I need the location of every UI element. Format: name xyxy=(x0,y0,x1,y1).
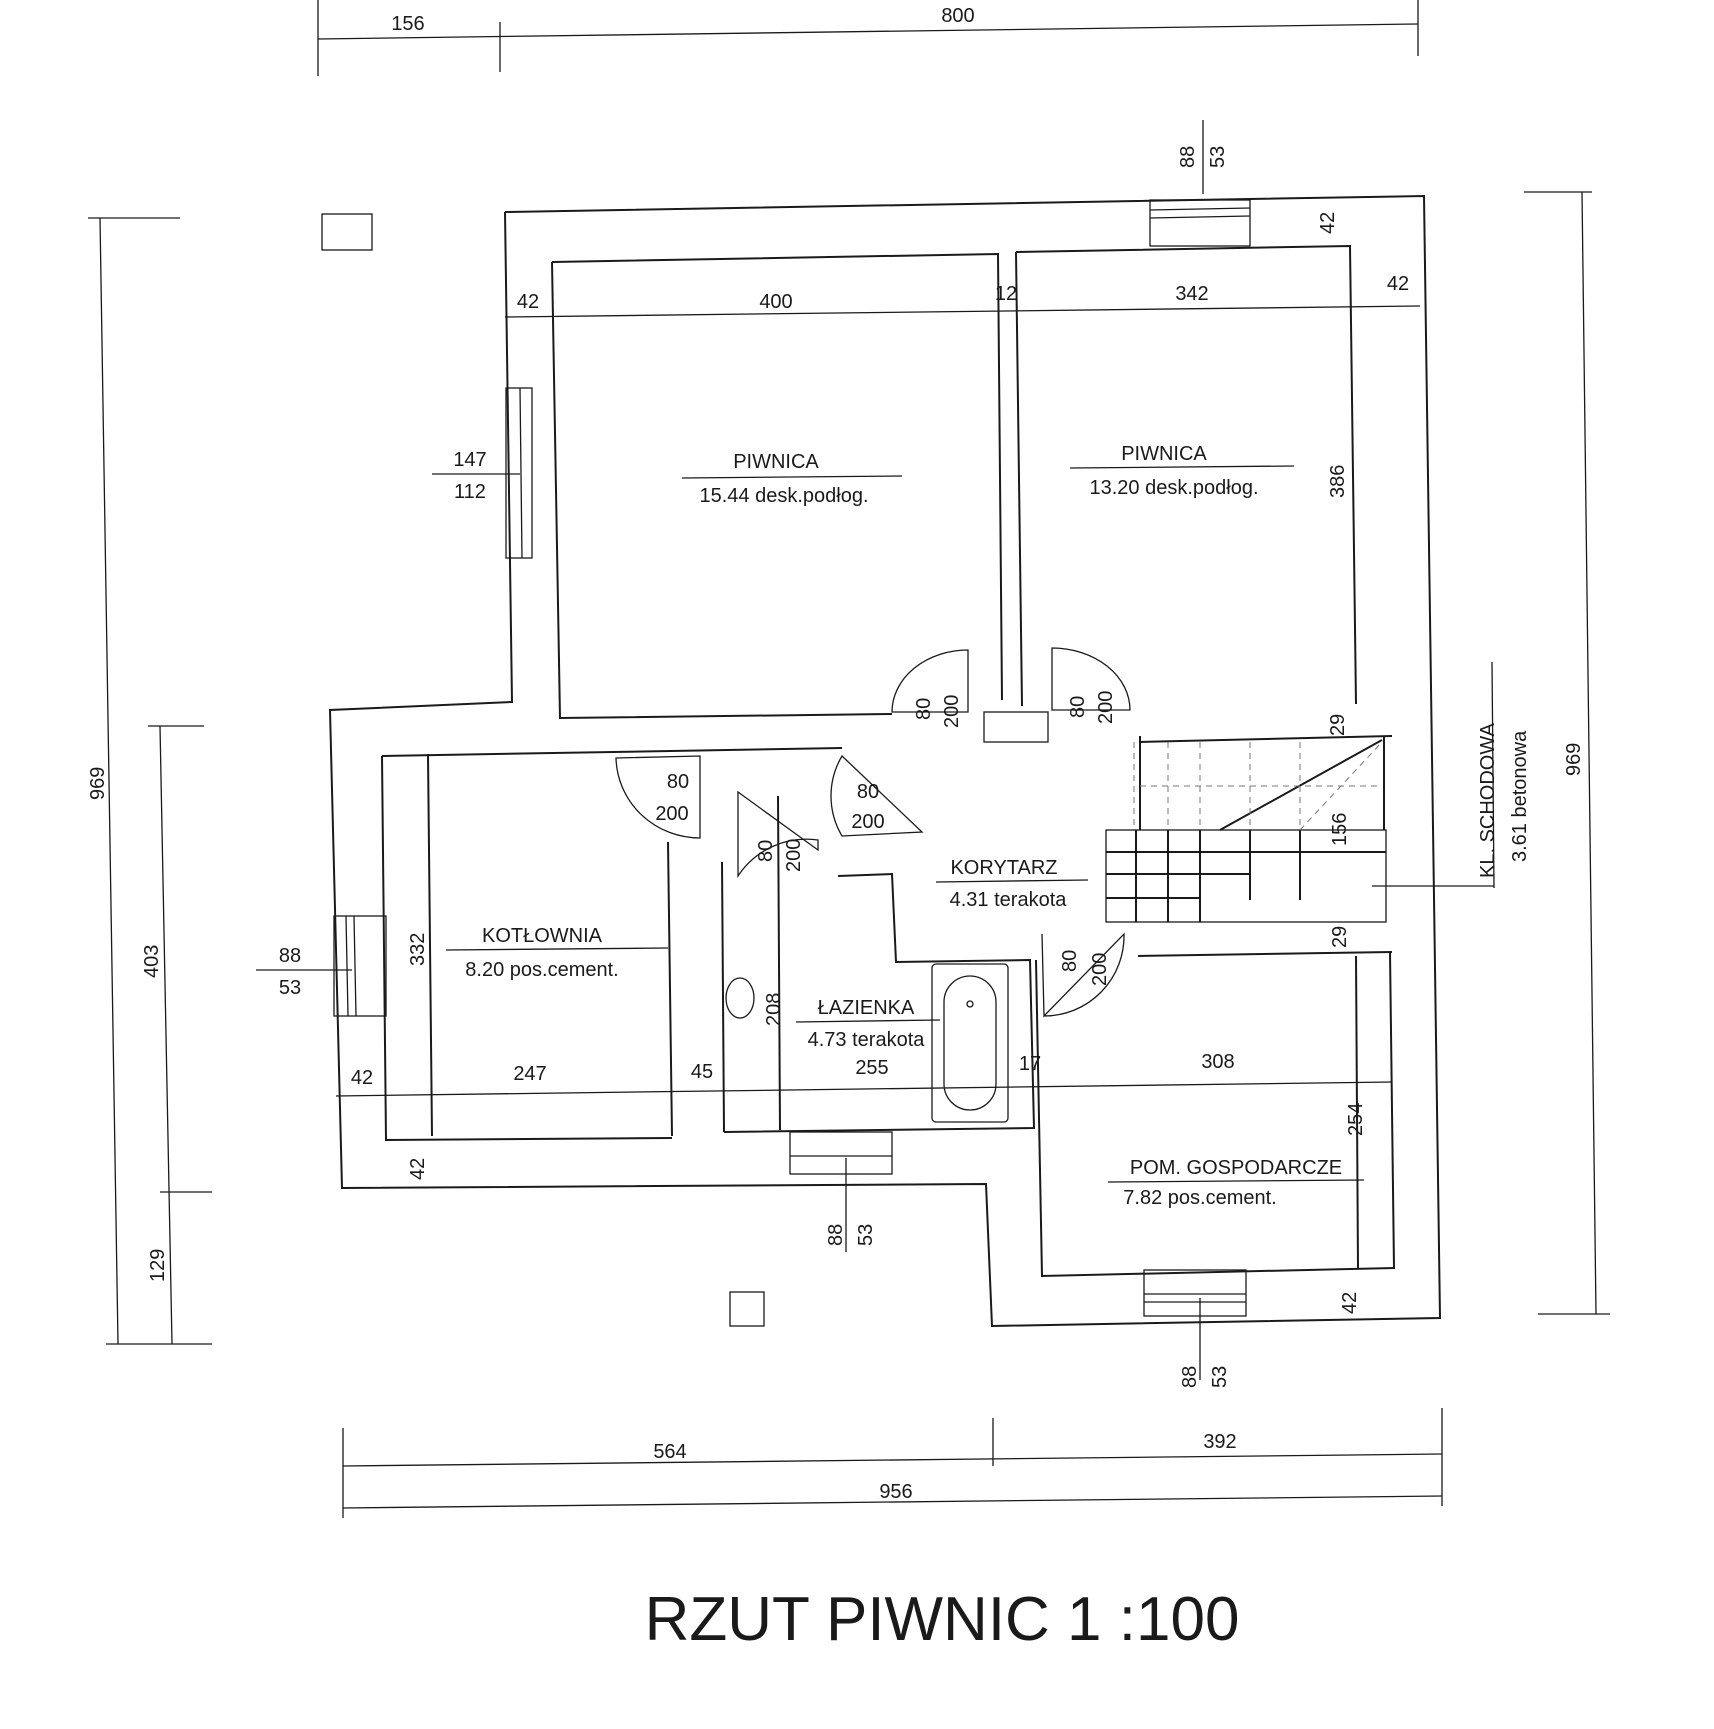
door-korytarz xyxy=(830,754,924,837)
dim-row1-342: 342 xyxy=(1175,283,1208,305)
dim-window-lazienka-88: 88 xyxy=(825,1224,847,1246)
dim-29-bottom: 29 xyxy=(1329,926,1351,948)
doors xyxy=(615,647,1131,1018)
room-area-piwnica-right: 13.20 desk.podłog. xyxy=(1089,477,1258,499)
room-name-kotlownia: KOTŁOWNIA xyxy=(482,925,603,947)
dim-386: 386 xyxy=(1327,465,1349,498)
dim-row1-12: 12 xyxy=(995,283,1017,305)
drawing-title: RZUT PIWNIC 1 :100 xyxy=(645,1585,1240,1654)
dim-top-156: 156 xyxy=(391,13,424,35)
dim-door1-200: 200 xyxy=(941,695,963,728)
room-name-gospodarcze: POM. GOSPODARCZE xyxy=(1130,1157,1342,1179)
bathtub xyxy=(931,963,1009,1123)
room-name-piwnica-right: PIWNICA xyxy=(1121,443,1207,465)
dim-window-left-147: 147 xyxy=(453,449,486,471)
dim-door2-80: 80 xyxy=(1067,696,1089,718)
room-name-lazienka: ŁAZIENKA xyxy=(818,997,915,1019)
dim-window-kotlownia-88: 88 xyxy=(279,945,301,967)
dimension-lines xyxy=(88,0,1610,1518)
dim-row1-42: 42 xyxy=(517,291,539,313)
dim-left-129: 129 xyxy=(147,1249,169,1282)
dim-156: 156 xyxy=(1329,813,1351,846)
dim-door4-200: 200 xyxy=(851,811,884,833)
dim-row2-308: 308 xyxy=(1201,1051,1234,1073)
room-area-gospodarcze: 7.82 pos.cement. xyxy=(1123,1187,1276,1209)
dim-door3-80: 80 xyxy=(667,771,689,793)
room-name-klatka: KL. SCHODOWA xyxy=(1477,723,1499,878)
dim-door4-80: 80 xyxy=(857,781,879,803)
bathtub-drain xyxy=(966,1000,974,1008)
dim-row2-17: 17 xyxy=(1019,1053,1041,1075)
dimension-labels: 156 800 88 53 42 42 42 400 12 342 386 14… xyxy=(87,5,1585,1503)
dim-window-top-88: 88 xyxy=(1177,146,1199,168)
dim-bottom-564: 564 xyxy=(653,1441,686,1463)
dim-332: 332 xyxy=(407,933,429,966)
dim-door6-200: 200 xyxy=(1089,953,1111,986)
dim-left-969: 969 xyxy=(87,767,109,800)
room-area-piwnica-left: 15.44 desk.podłog. xyxy=(699,485,868,507)
dim-row2-247: 247 xyxy=(513,1063,546,1085)
room-labels: PIWNICA 15.44 desk.podłog. PIWNICA 13.20… xyxy=(445,443,1531,1209)
chimney-top xyxy=(321,213,373,251)
dim-window-top-53: 53 xyxy=(1207,146,1229,168)
dim-door1-80: 80 xyxy=(913,698,935,720)
dim-door2-200: 200 xyxy=(1095,691,1117,724)
bathtub-inner xyxy=(943,975,997,1111)
dim-window-gospodarcze-88: 88 xyxy=(1179,1366,1201,1388)
dim-row2-255: 255 xyxy=(855,1057,888,1079)
door-kotlownia xyxy=(615,755,701,839)
chimney-bottom xyxy=(729,1291,765,1327)
dim-row1-400: 400 xyxy=(759,291,792,313)
room-area-korytarz: 4.31 terakota xyxy=(950,889,1068,911)
room-name-piwnica-left: PIWNICA xyxy=(733,451,819,473)
dim-door5-80: 80 xyxy=(755,840,777,862)
door-lazienka xyxy=(737,790,819,879)
dim-bottom-956: 956 xyxy=(879,1481,912,1503)
dim-window-left-112: 112 xyxy=(454,481,486,503)
window-top xyxy=(1149,199,1251,247)
room-area-klatka: 3.61 betonowa xyxy=(1509,730,1531,862)
dim-right-wall-side-42: 42 xyxy=(1387,273,1409,295)
dim-left-403: 403 xyxy=(141,945,163,978)
door-piwnica-right xyxy=(1051,647,1131,711)
walls xyxy=(328,194,1442,1328)
dim-254: 254 xyxy=(1345,1103,1367,1136)
door-piwnica-left xyxy=(891,649,969,713)
dim-top-800: 800 xyxy=(941,5,974,27)
dim-door6-80: 80 xyxy=(1059,950,1081,972)
room-area-kotlownia: 8.20 pos.cement. xyxy=(465,959,618,981)
dim-42-right: 42 xyxy=(1339,1292,1361,1314)
window-left xyxy=(505,387,533,559)
door-gospodarcze xyxy=(1041,932,1125,1018)
washbasin xyxy=(725,977,755,1019)
dim-right-969: 969 xyxy=(1563,743,1585,776)
window-kotlownia xyxy=(333,915,387,1017)
dim-window-gospodarcze-53: 53 xyxy=(1209,1366,1231,1388)
room-name-korytarz: KORYTARZ xyxy=(950,857,1057,879)
window-gospodarcze xyxy=(1143,1269,1247,1317)
dim-208: 208 xyxy=(763,993,785,1026)
dim-window-lazienka-53: 53 xyxy=(855,1224,877,1246)
window-lazienka xyxy=(789,1131,893,1175)
fixtures xyxy=(321,213,1009,1327)
dim-row2-45: 45 xyxy=(691,1061,713,1083)
dim-42-left: 42 xyxy=(407,1158,429,1180)
room-area-lazienka: 4.73 terakota xyxy=(808,1029,926,1051)
stair-dashed-lines xyxy=(1133,741,1383,831)
dim-29-top: 29 xyxy=(1327,714,1349,736)
dim-window-kotlownia-53: 53 xyxy=(279,977,301,999)
dim-door3-200: 200 xyxy=(655,803,688,825)
windows xyxy=(333,199,1251,1317)
dim-right-wall-top-42: 42 xyxy=(1317,212,1339,234)
dim-row2-42: 42 xyxy=(351,1067,373,1089)
dim-door5-200: 200 xyxy=(783,839,805,872)
dim-bottom-392: 392 xyxy=(1203,1431,1236,1453)
